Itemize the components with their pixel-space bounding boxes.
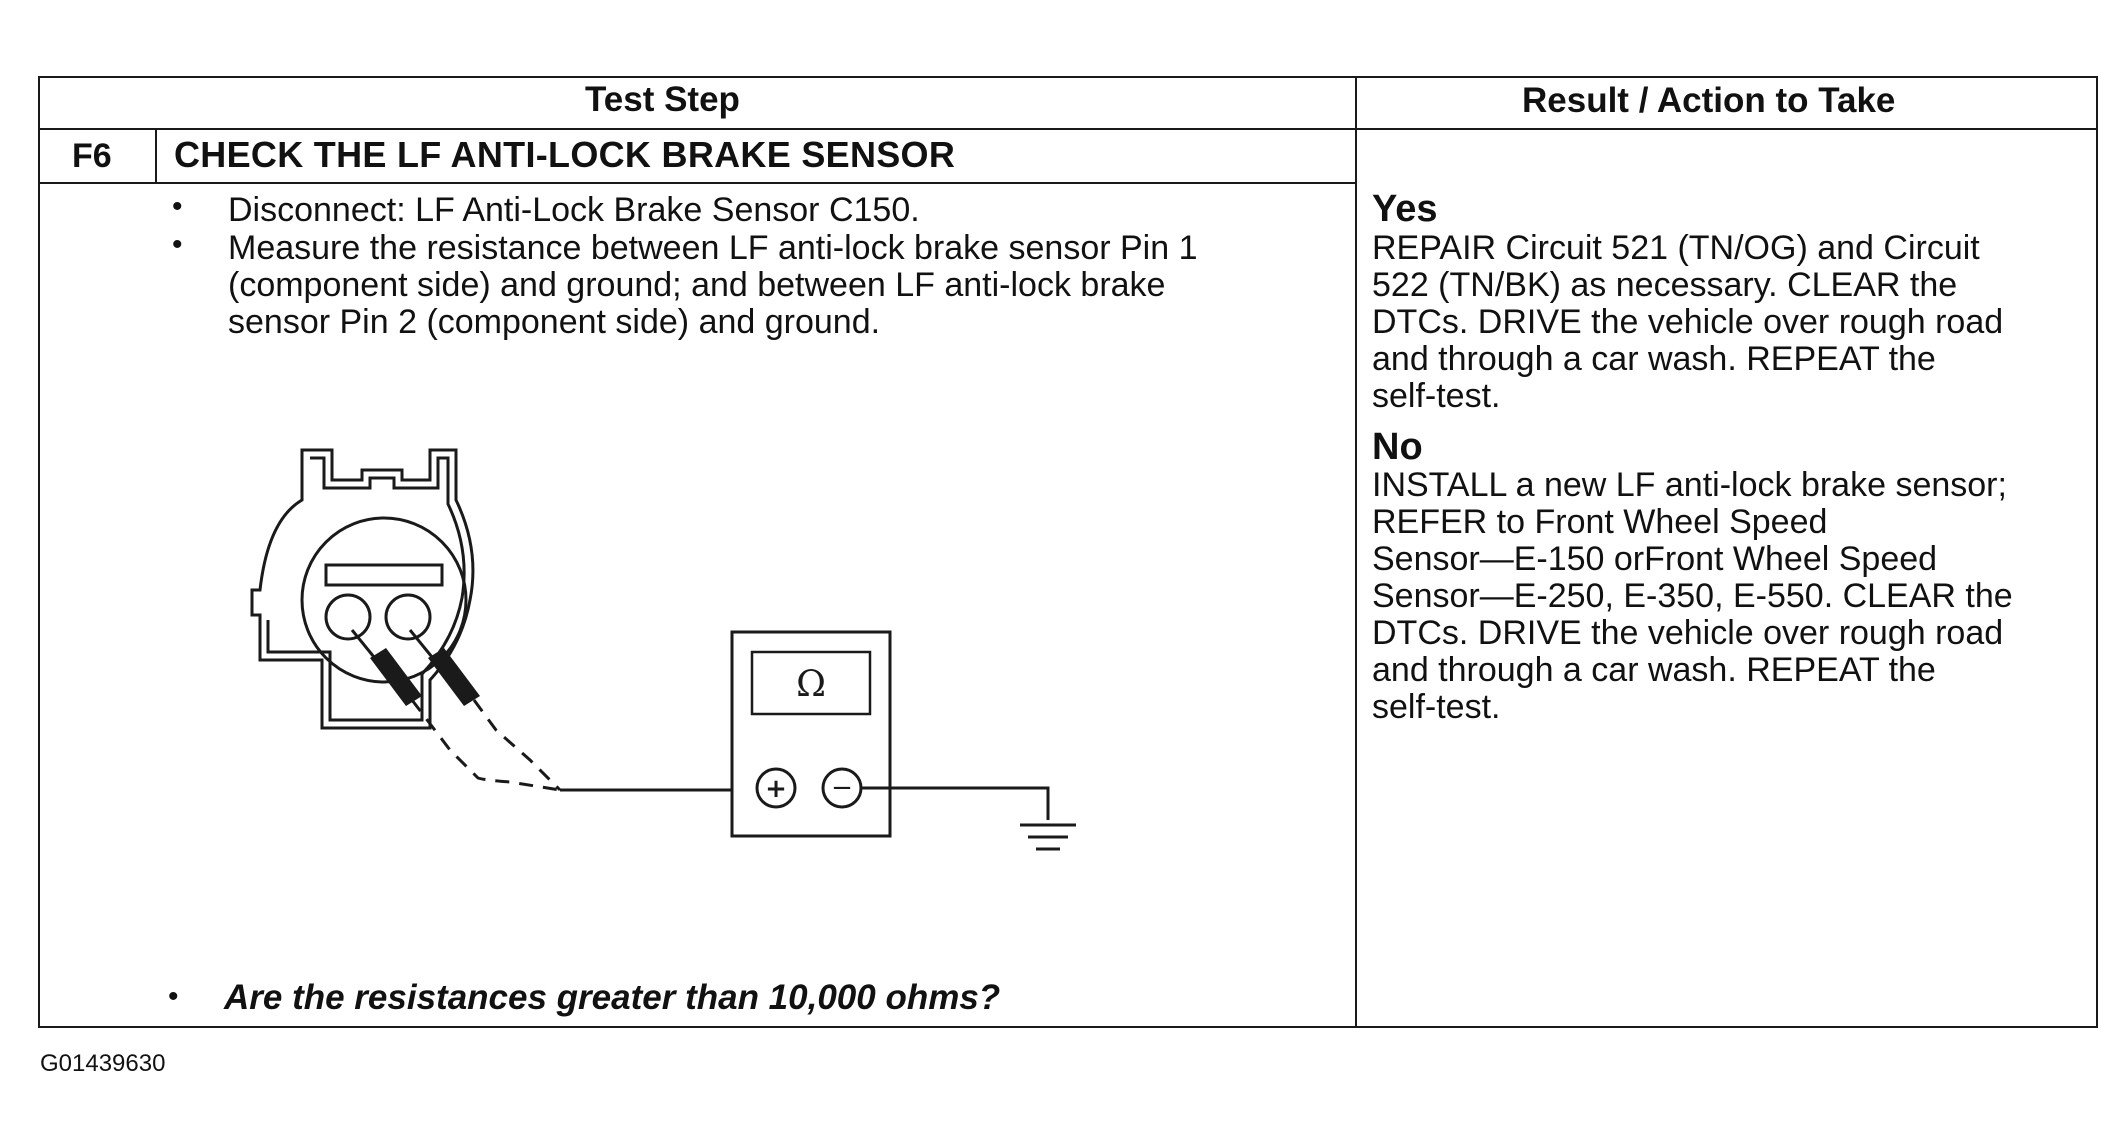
result-no-label: No	[1372, 426, 1423, 468]
ohmmeter-icon	[730, 630, 892, 838]
header-test-step: Test Step	[585, 80, 740, 119]
step-title-rule	[38, 182, 1356, 184]
sensor-measurement-diagram: Ω + −	[250, 448, 1076, 851]
plus-terminal-label: +	[765, 774, 787, 804]
pin-2-terminal	[384, 593, 432, 641]
figure-code: G01439630	[40, 1050, 166, 1077]
result-no-line: DTCs. DRIVE the vehicle over rough road	[1372, 614, 2004, 652]
probe-2-icon	[428, 648, 480, 706]
result-no-line: Sensor—E-250, E-350, E-550. CLEAR the	[1372, 577, 2013, 615]
result-yes-label: Yes	[1372, 188, 1438, 230]
result-no-line: and through a car wash. REPEAT the	[1372, 651, 1936, 689]
ground-icon	[1020, 823, 1076, 851]
column-divider	[1355, 76, 1357, 1028]
header-result-action: Result / Action to Take	[1522, 81, 1896, 120]
bullet-marker: •	[172, 228, 183, 261]
step-id: F6	[72, 137, 112, 175]
result-yes-line: 522 (TN/BK) as necessary. CLEAR the	[1372, 266, 1958, 304]
bullet-measure-line-2: (component side) and ground; and between…	[228, 266, 1166, 304]
ohm-symbol: Ω	[796, 664, 826, 705]
result-yes-line: and through a car wash. REPEAT the	[1372, 340, 1936, 378]
result-no-line: INSTALL a new LF anti-lock brake sensor;	[1372, 466, 2007, 504]
result-yes-line: self-test.	[1372, 377, 1501, 415]
pin-1-terminal	[324, 593, 372, 641]
bullet-marker: •	[168, 980, 179, 1013]
header-rule	[38, 128, 2098, 130]
result-no-line: Sensor—E-150 orFront Wheel Speed	[1372, 540, 1938, 578]
minus-terminal-label: −	[831, 773, 853, 803]
bullet-measure-line-1: Measure the resistance between LF anti-l…	[228, 229, 1198, 267]
result-no-line: REFER to Front Wheel Speed	[1372, 503, 1828, 541]
probe-1-icon	[370, 648, 422, 706]
connector-housing-icon	[250, 448, 475, 730]
test-table-frame	[38, 76, 2098, 1028]
bullet-disconnect: Disconnect: LF Anti-Lock Brake Sensor C1…	[228, 191, 920, 229]
bullet-measure-line-3: sensor Pin 2 (component side) and ground…	[228, 303, 881, 341]
step-title: CHECK THE LF ANTI-LOCK BRAKE SENSOR	[174, 134, 956, 175]
test-question: Are the resistances greater than 10,000 …	[224, 978, 1001, 1017]
result-no-line: self-test.	[1372, 688, 1501, 726]
result-yes-line: DTCs. DRIVE the vehicle over rough road	[1372, 303, 2004, 341]
result-yes-line: REPAIR Circuit 521 (TN/OG) and Circuit	[1372, 229, 1980, 267]
step-id-divider	[155, 128, 157, 183]
bullet-marker: •	[172, 190, 183, 223]
